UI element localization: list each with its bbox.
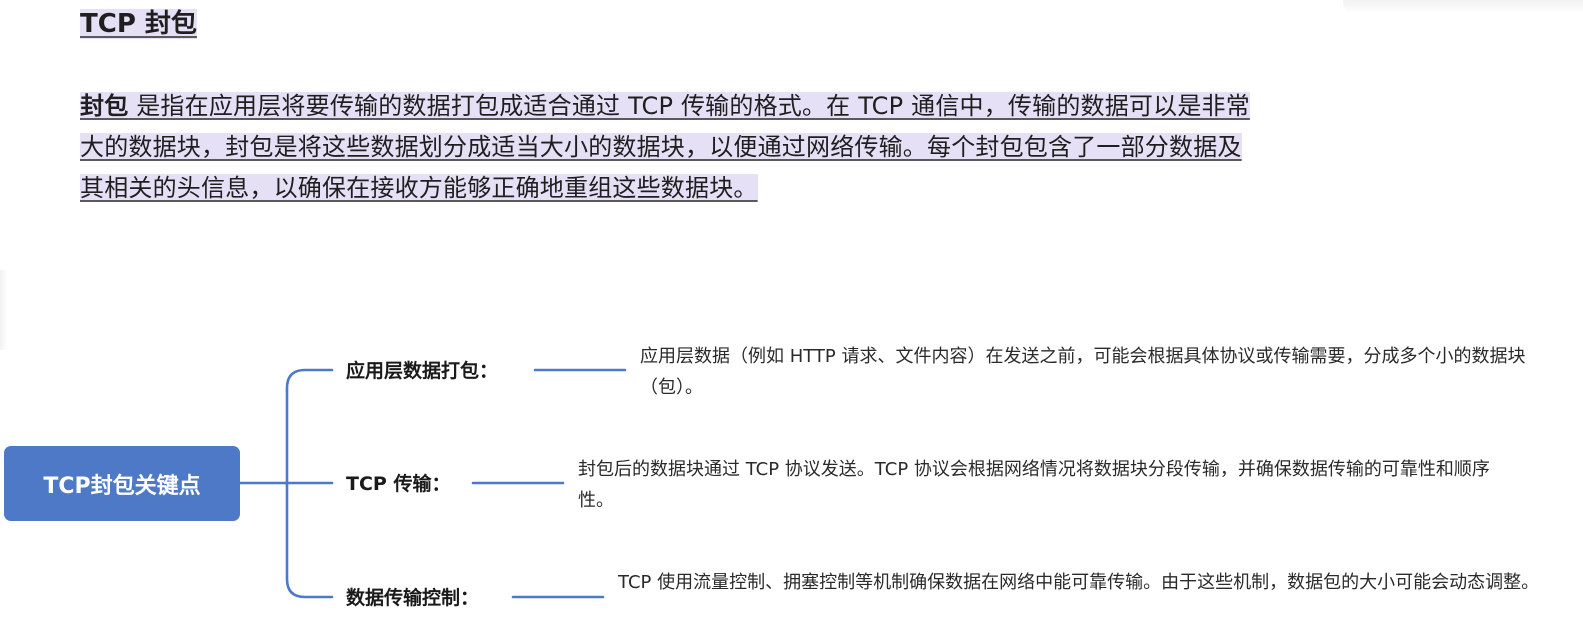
leaf-node-control-detail[interactable]: TCP 使用流量控制、拥塞控制等机制确保数据在网络中能可靠传输。由于这些机制，数… [618, 572, 1540, 593]
edge-shadow [0, 270, 8, 350]
page-heading: TCP 封包 [80, 2, 197, 46]
leaf-node-transport-detail[interactable]: 封包后的数据块通过 TCP 协议发送。TCP 协议会根据网络情况将数据块分段传输… [578, 459, 1490, 511]
branch-node-transport[interactable]: TCP 传输： [346, 473, 451, 495]
intro-paragraph: 封包 是指在应用层将要传输的数据打包成适合通过 TCP 传输的格式。在 TCP … [80, 86, 1265, 209]
window-shadow [1343, 0, 1583, 14]
intro-text: 是指在应用层将要传输的数据打包成适合通过 TCP 传输的格式。在 TCP 通信中… [80, 92, 1250, 202]
trunk-bottom [285, 481, 334, 599]
leaf-node-packaging-detail[interactable]: 应用层数据（例如 HTTP 请求、文件内容）在发送之前，可能会根据具体协议或传输… [640, 346, 1526, 398]
branch-node-control[interactable]: 数据传输控制： [346, 587, 480, 609]
mindmap-root-node[interactable]: TCP封包关键点 [4, 446, 240, 521]
intro-highlight: 封包 是指在应用层将要传输的数据打包成适合通过 TCP 传输的格式。在 TCP … [80, 92, 1250, 202]
branch-node-packaging[interactable]: 应用层数据打包： [346, 360, 499, 382]
heading-text: TCP 封包 [80, 9, 197, 39]
trunk-top [285, 368, 334, 485]
intro-term: 封包 [80, 92, 129, 120]
